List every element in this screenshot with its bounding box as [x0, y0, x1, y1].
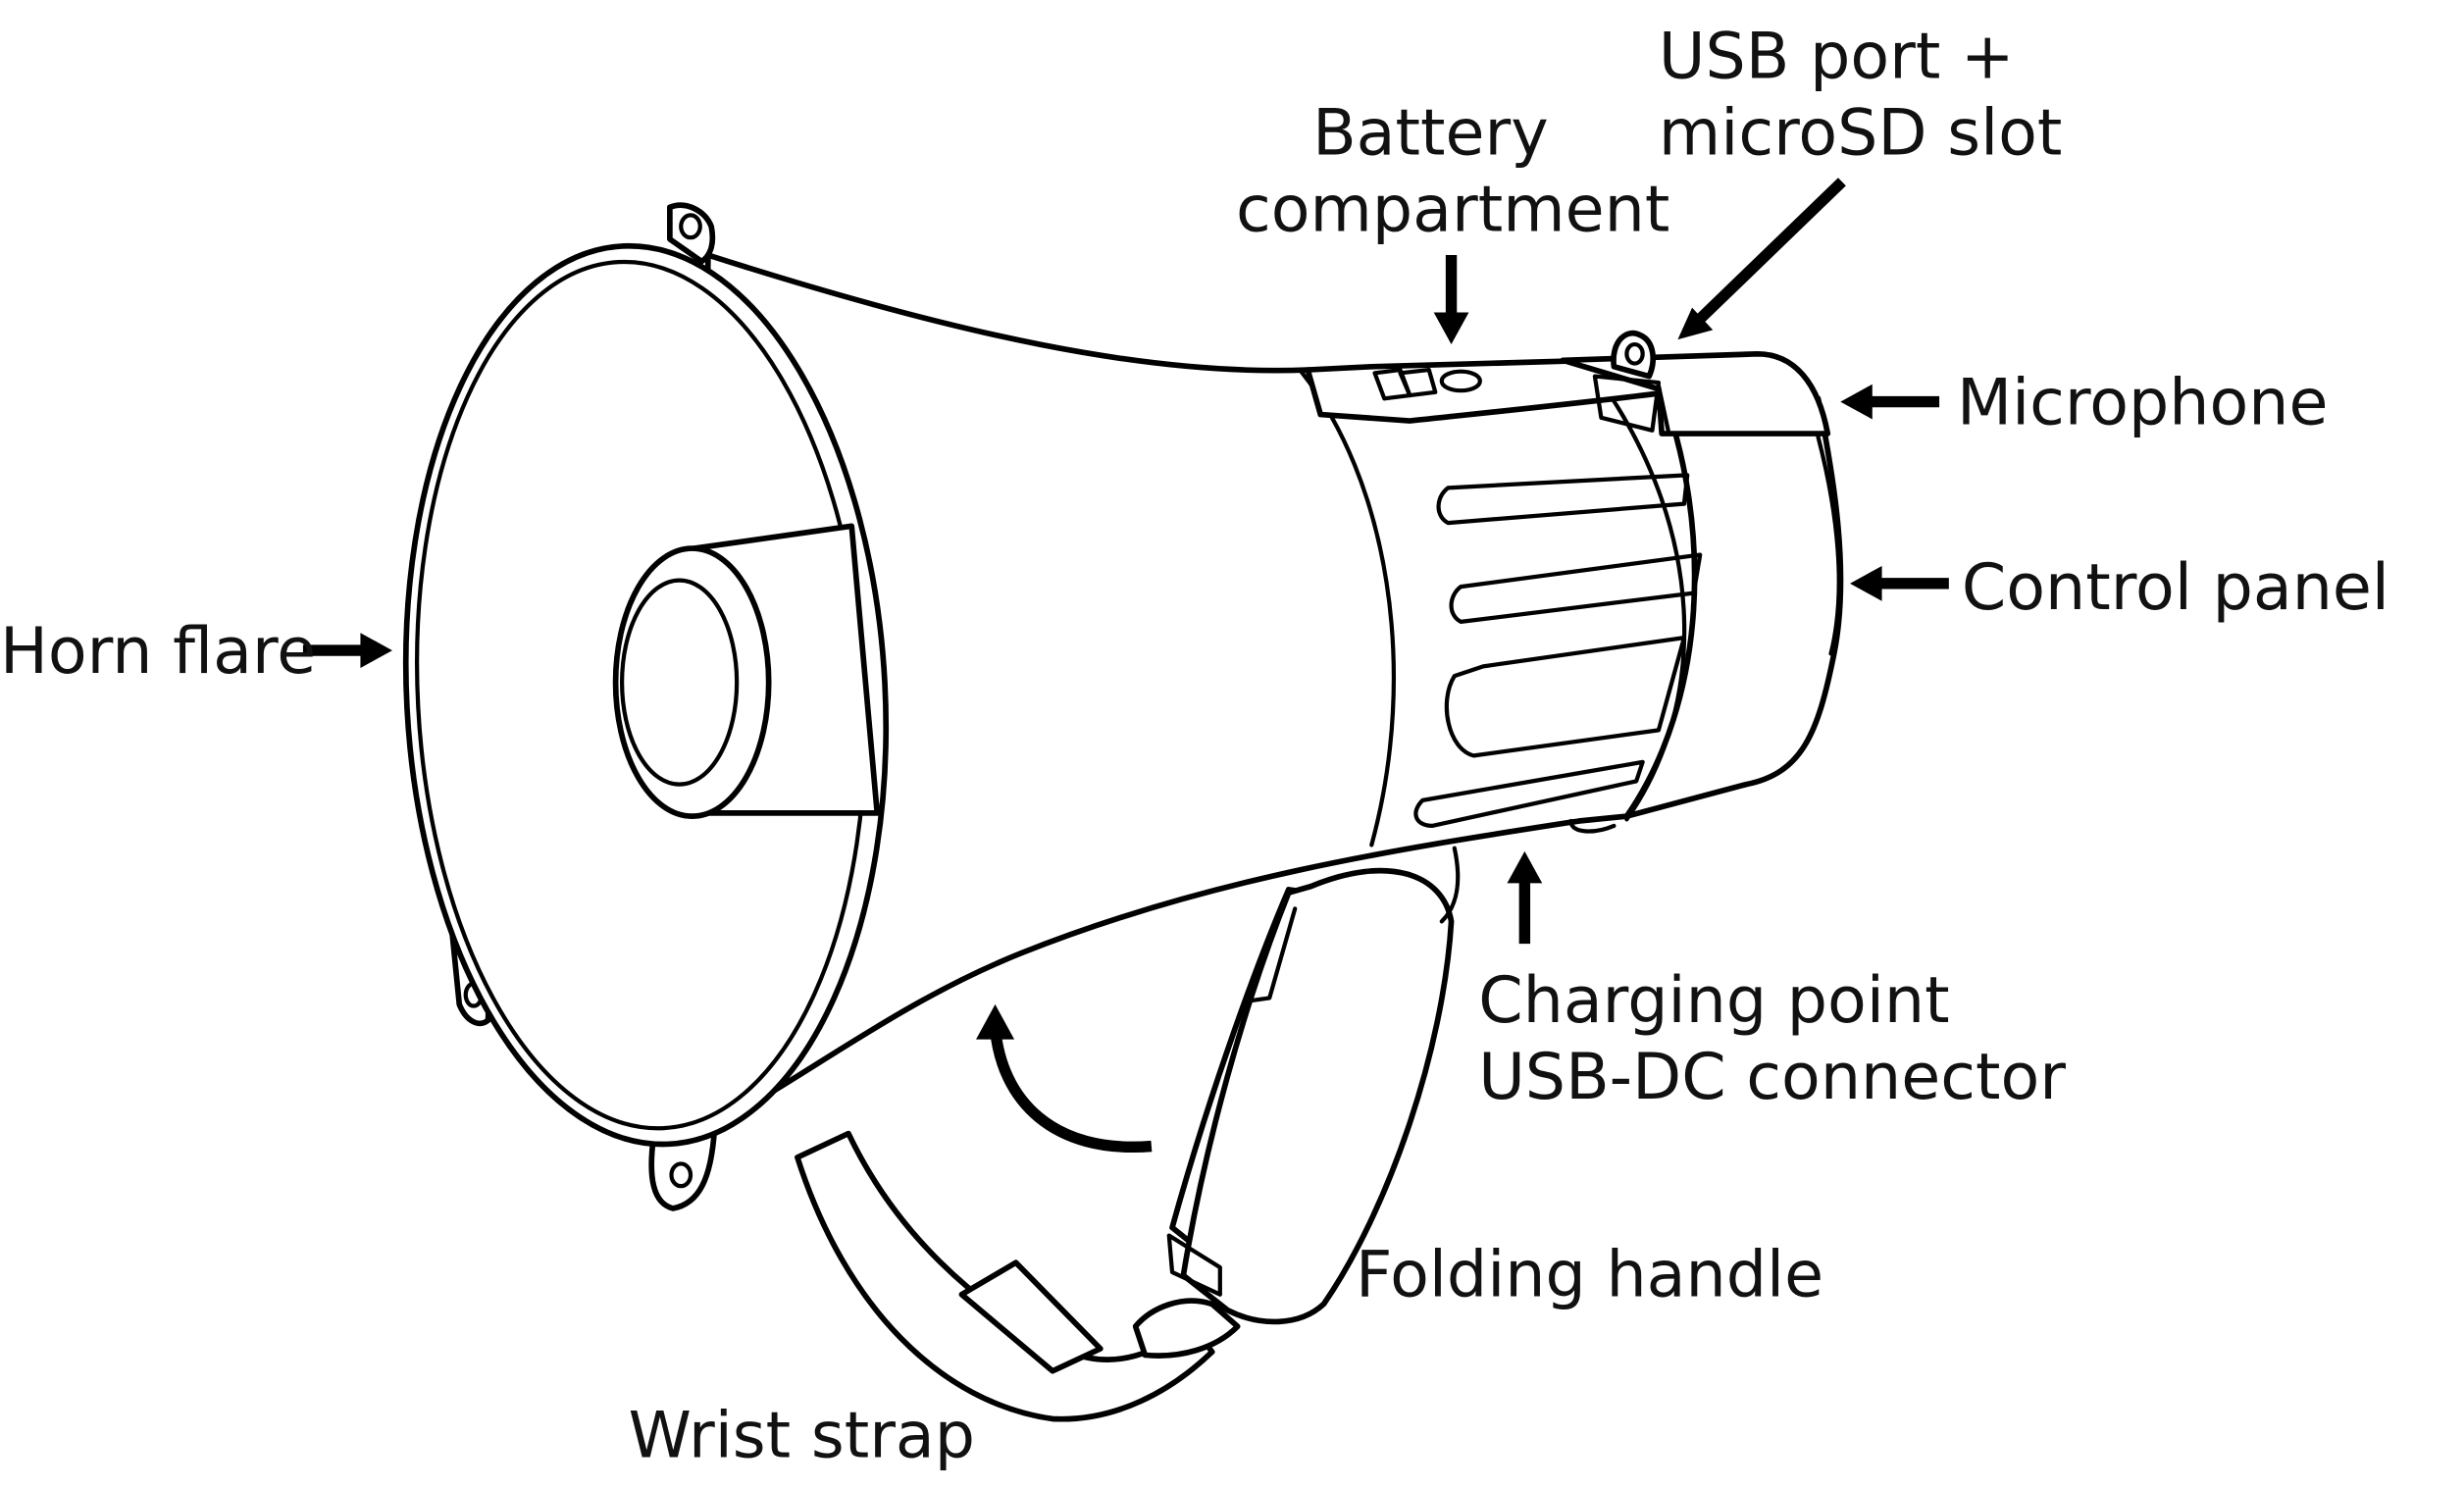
labels: Horn flare Battery compartment USB port … — [0, 21, 2389, 1473]
label-charging-point-line2: USB-DC connector — [1478, 1041, 2066, 1114]
label-usb-port-line2: microSD slot — [1659, 97, 2063, 171]
folding-handle-drawing — [1166, 867, 1455, 1325]
label-horn-flare: Horn flare — [0, 615, 316, 689]
label-wrist-strap: Wrist strap — [629, 1400, 975, 1473]
label-folding-handle: Folding handle — [1356, 1238, 1823, 1311]
battery-compartment-arrow — [1433, 255, 1469, 345]
label-microphone: Microphone — [1957, 366, 2329, 439]
wrist-strap-drawing — [795, 1130, 1241, 1422]
charging-point-arrow — [1507, 850, 1543, 945]
control-panel-arrow — [1850, 565, 1949, 601]
usb-port-arrow — [1677, 178, 1846, 340]
label-control-panel: Control panel — [1962, 551, 2389, 625]
label-usb-port-line1: USB port + — [1659, 21, 2015, 94]
fold-direction-arrow — [976, 1003, 1153, 1154]
horn-flare-drawing — [402, 202, 890, 1211]
horn-flare-arrow — [302, 633, 392, 668]
label-battery-compartment-line2: compartment — [1236, 174, 1669, 247]
label-battery-compartment-line1: Battery — [1312, 97, 1549, 171]
horn-body-drawing — [693, 252, 1703, 1139]
label-charging-point-line1: Charging point — [1478, 964, 1949, 1038]
microphone-arrow — [1840, 384, 1940, 420]
top-cap-drawing — [1305, 330, 1831, 436]
